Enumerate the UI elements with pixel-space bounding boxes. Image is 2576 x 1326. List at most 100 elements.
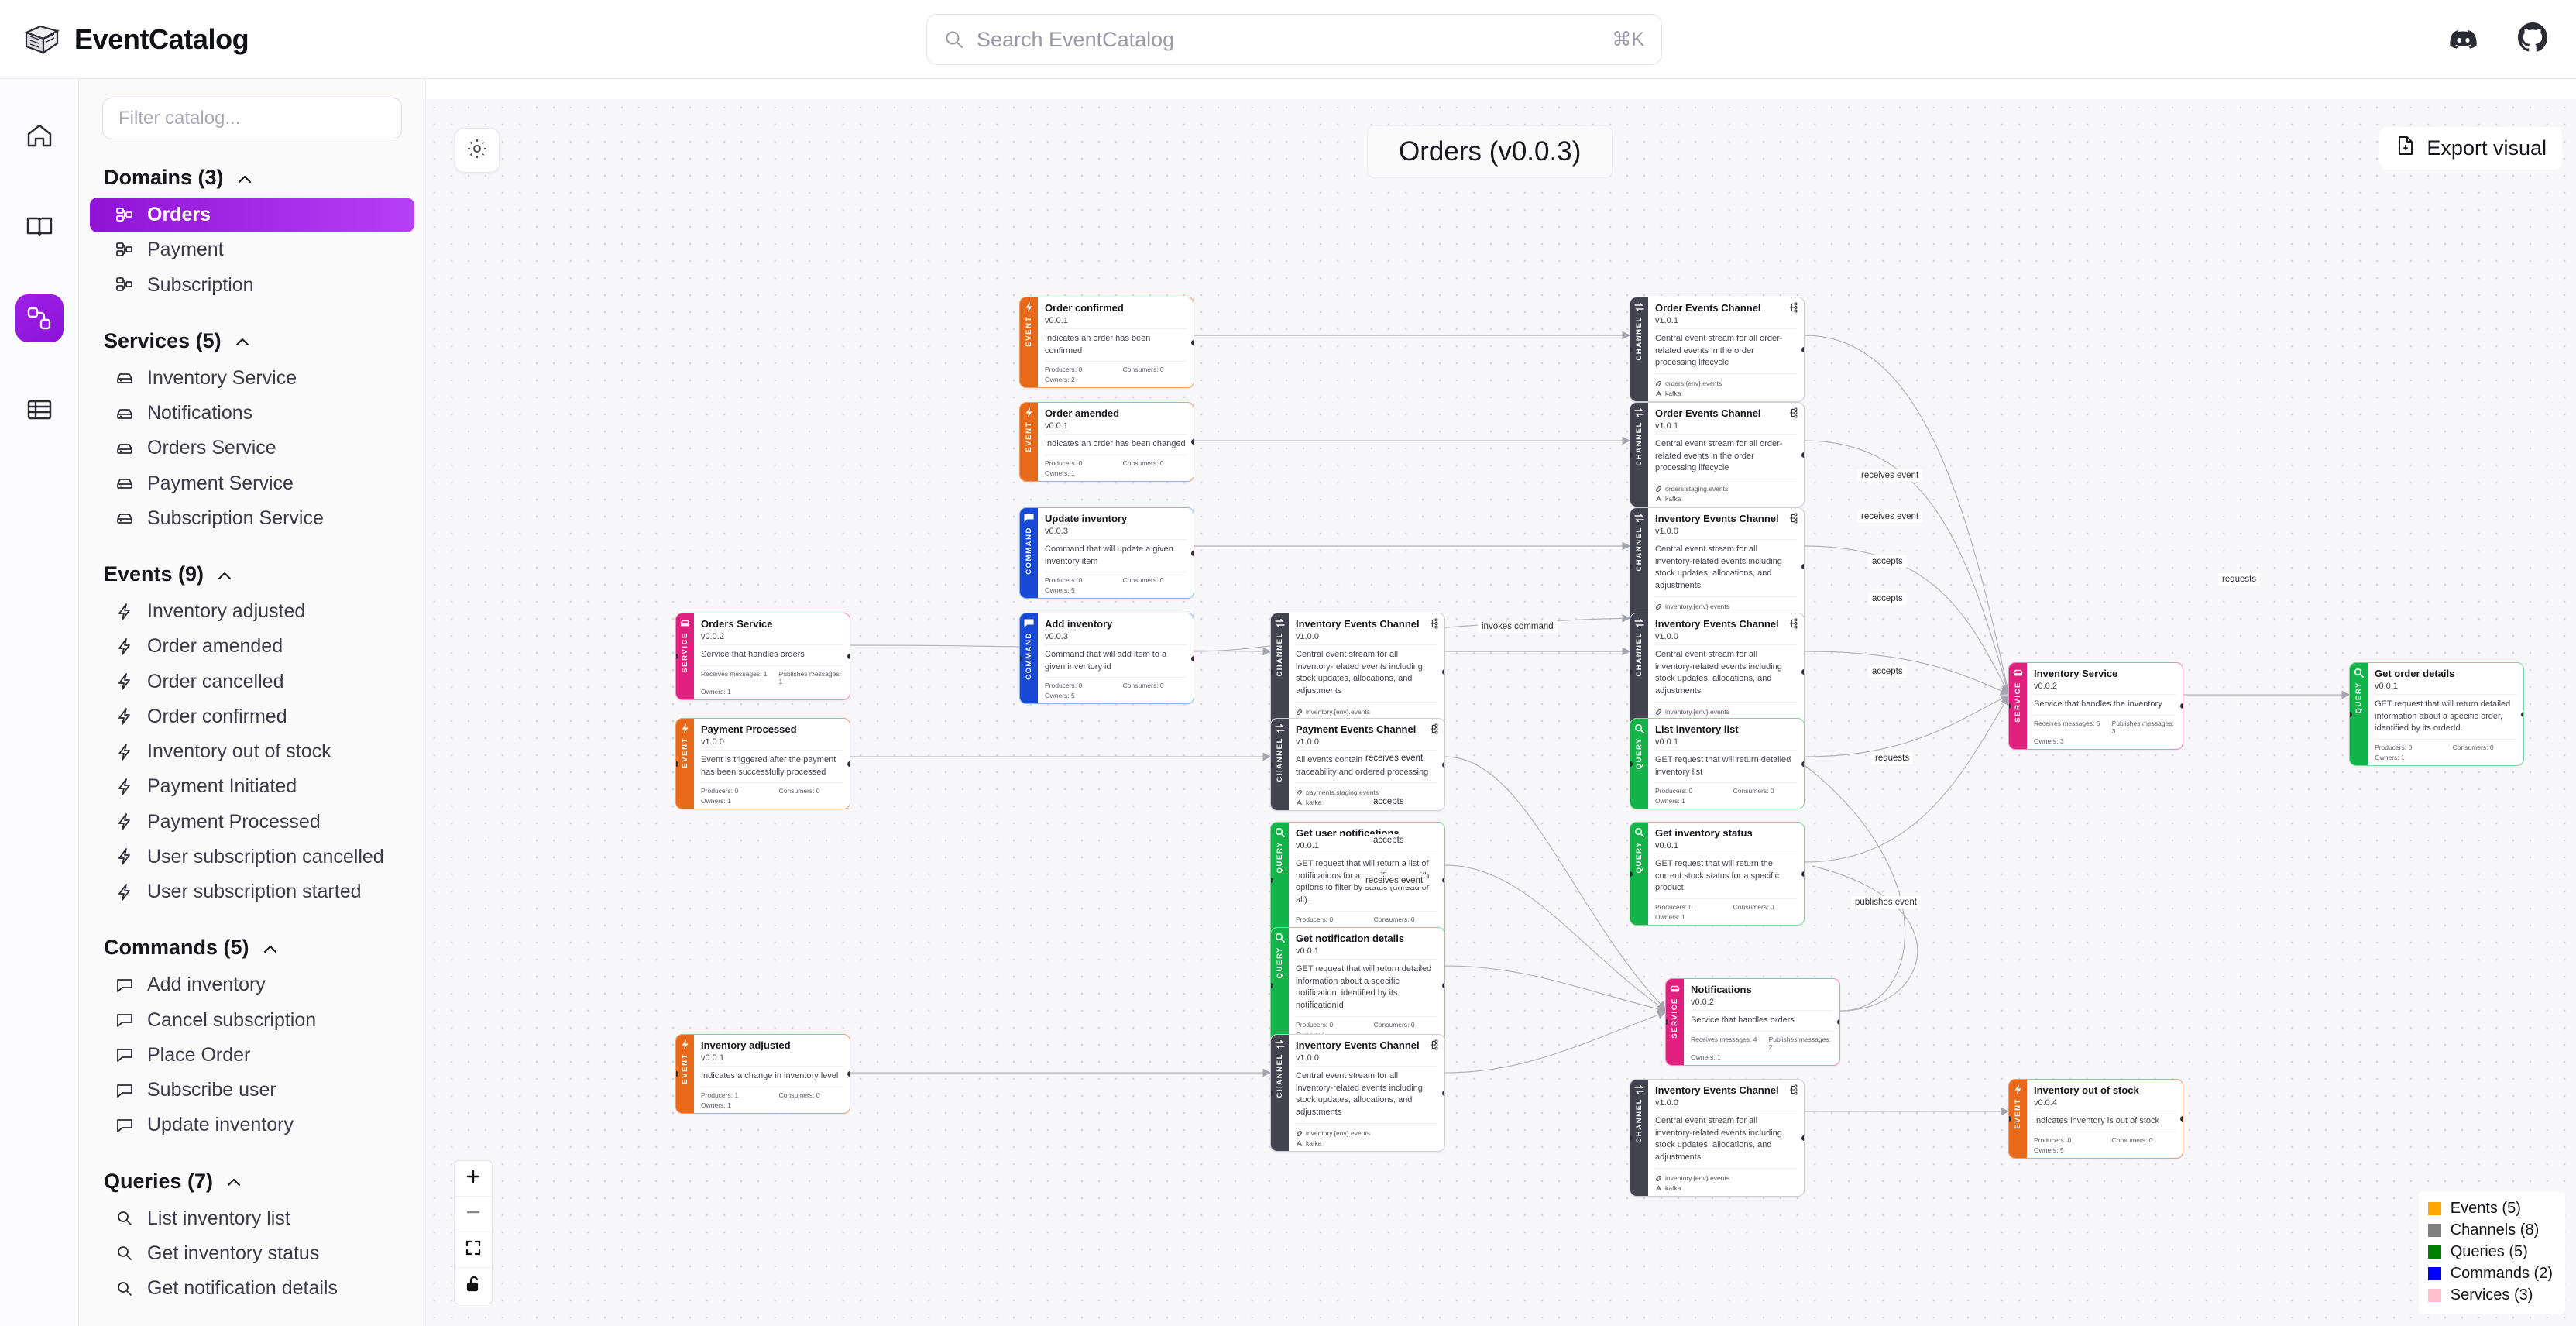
sidebar-section-header[interactable]: Commands (5)	[79, 936, 425, 960]
diagram-node-query[interactable]: QUERY Get inventory status v0.0.1 GET re…	[1630, 822, 1805, 926]
node-port-right[interactable]	[2521, 711, 2523, 717]
diagram-node-query[interactable]: QUERY Get notification details v0.0.1 GE…	[1270, 927, 1445, 1044]
node-port-right[interactable]	[1191, 339, 1194, 345]
sidebar-item-list-inventory-list[interactable]: List inventory list	[90, 1201, 414, 1236]
node-port-right[interactable]	[1442, 668, 1444, 675]
node-port-left[interactable]	[1630, 668, 1633, 675]
node-port-left[interactable]	[676, 653, 678, 659]
sidebar-section-header[interactable]: Queries (7)	[79, 1170, 425, 1194]
diagram-node-svc[interactable]: SERVICE Orders Service v0.0.2 Service th…	[675, 613, 850, 700]
diagram-node-chan[interactable]: CHANNEL Inventory Events Channel v1.0.0 …	[1630, 613, 1805, 731]
diagram-node-chan[interactable]: CHANNEL Inventory Events Channel v1.0.0 …	[1630, 507, 1805, 626]
fit-view-button[interactable]	[455, 1232, 492, 1268]
zoom-in-button[interactable]	[455, 1161, 492, 1197]
visualiser-canvas[interactable]: Orders (v0.0.3) Export visual EVENT Orde…	[426, 99, 2576, 1326]
chevron-up-icon[interactable]	[262, 940, 279, 957]
node-port-left[interactable]	[1271, 982, 1273, 988]
node-port-right[interactable]	[1191, 550, 1194, 556]
node-schema-icon[interactable]	[1788, 618, 1798, 629]
node-port-right[interactable]	[1442, 761, 1444, 768]
sidebar-item-subscribe-user[interactable]: Subscribe user	[90, 1073, 414, 1108]
sidebar-item-get-notification-details[interactable]: Get notification details	[90, 1271, 414, 1306]
export-visual-button[interactable]: Export visual	[2379, 127, 2562, 170]
node-port-right[interactable]	[1801, 563, 1804, 569]
lock-toggle-button[interactable]	[455, 1268, 492, 1304]
node-port-right[interactable]	[1801, 871, 1804, 877]
sidebar-item-user-subscription-started[interactable]: User subscription started	[90, 874, 414, 909]
diagram-node-cmd[interactable]: COMMAND Update inventory v0.0.3 Command …	[1019, 507, 1194, 599]
search-bar[interactable]: ⌘K	[926, 14, 1662, 65]
sidebar-item-order-confirmed[interactable]: Order confirmed	[90, 699, 414, 734]
node-port-left[interactable]	[1020, 655, 1022, 661]
node-schema-icon[interactable]	[1788, 1084, 1798, 1095]
node-port-left[interactable]	[2009, 703, 2011, 709]
diagram-node-svc[interactable]: SERVICE Inventory Service v0.0.2 Service…	[2008, 662, 2183, 750]
node-port-left[interactable]	[1271, 1090, 1273, 1096]
diagram-node-event[interactable]: EVENT Order confirmed v0.0.1 Indicates a…	[1019, 297, 1194, 389]
diagram-node-query[interactable]: QUERY Get user notifications v0.0.1 GET …	[1270, 822, 1445, 939]
sidebar-item-payment-initiated[interactable]: Payment Initiated	[90, 769, 414, 804]
sidebar-item-order-amended[interactable]: Order amended	[90, 629, 414, 664]
node-port-left[interactable]	[1630, 1135, 1633, 1141]
sidebar-item-payment-processed[interactable]: Payment Processed	[90, 805, 414, 840]
sidebar-item-order-cancelled[interactable]: Order cancelled	[90, 665, 414, 699]
node-port-right[interactable]	[847, 761, 850, 767]
sidebar-item-notifications[interactable]: Notifications	[90, 396, 414, 431]
node-port-left[interactable]	[1271, 668, 1273, 675]
sidebar-item-user-subscription-cancelled[interactable]: User subscription cancelled	[90, 840, 414, 874]
sidebar-item-inventory-out-of-stock[interactable]: Inventory out of stock	[90, 734, 414, 769]
sidebar-item-payment[interactable]: Payment	[90, 232, 414, 267]
github-icon[interactable]	[2516, 20, 2550, 54]
sidebar-item-subscription[interactable]: Subscription	[90, 268, 414, 303]
node-schema-icon[interactable]	[1428, 1039, 1439, 1050]
diagram-node-chan[interactable]: CHANNEL Order Events Channel v1.0.1 Cent…	[1630, 297, 1805, 403]
node-port-right[interactable]	[1837, 1019, 1839, 1025]
node-schema-icon[interactable]	[1788, 302, 1798, 313]
node-port-left[interactable]	[2009, 1115, 2011, 1122]
sidebar-item-add-inventory[interactable]: Add inventory	[90, 967, 414, 1002]
diagram-node-chan[interactable]: CHANNEL Order Events Channel v1.0.1 Cent…	[1630, 402, 1805, 508]
sidebar-item-subscription-service[interactable]: Subscription Service	[90, 501, 414, 536]
node-port-right[interactable]	[847, 653, 850, 659]
sidebar-item-inventory-adjusted[interactable]: Inventory adjusted	[90, 594, 414, 629]
node-port-right[interactable]	[1442, 982, 1444, 988]
diagram-node-event[interactable]: EVENT Inventory adjusted v0.0.1 Indicate…	[675, 1034, 850, 1114]
sidebar-item-orders-service[interactable]: Orders Service	[90, 431, 414, 465]
sidebar-item-get-inventory-status[interactable]: Get inventory status	[90, 1236, 414, 1271]
node-port-right[interactable]	[1801, 452, 1804, 458]
chevron-up-icon[interactable]	[234, 332, 251, 349]
node-port-left[interactable]	[1630, 452, 1633, 458]
zoom-out-button[interactable]	[455, 1197, 492, 1232]
node-port-right[interactable]	[1801, 668, 1804, 675]
diagram-node-chan[interactable]: CHANNEL Payment Events Channel v1.0.0 Al…	[1270, 718, 1445, 812]
sidebar-section-header[interactable]: Events (9)	[79, 562, 425, 586]
sidebar-item-orders[interactable]: Orders	[90, 198, 414, 233]
sidebar-item-place-order[interactable]: Place Order	[90, 1038, 414, 1073]
diagram-node-svc[interactable]: SERVICE Notifications v0.0.2 Service tha…	[1665, 978, 1840, 1066]
home-icon[interactable]	[15, 112, 64, 160]
node-port-left[interactable]	[1630, 761, 1633, 767]
diagram-node-event[interactable]: EVENT Order amended v0.0.1 Indicates an …	[1019, 402, 1194, 482]
chevron-up-icon[interactable]	[216, 566, 233, 583]
node-schema-icon[interactable]	[1428, 723, 1439, 734]
filter-catalog-input[interactable]	[102, 98, 402, 139]
node-schema-icon[interactable]	[1788, 513, 1798, 524]
sidebar-item-inventory-service[interactable]: Inventory Service	[90, 361, 414, 396]
diagram-node-event[interactable]: EVENT Payment Processed v1.0.0 Event is …	[675, 718, 850, 810]
brand[interactable]: EventCatalog	[0, 22, 249, 57]
node-port-left[interactable]	[1630, 871, 1633, 877]
settings-gear-button[interactable]	[455, 128, 500, 173]
visualiser-nodes-icon[interactable]	[15, 294, 64, 342]
sidebar-item-cancel-subscription[interactable]: Cancel subscription	[90, 1003, 414, 1038]
sidebar-section-header[interactable]: Services (5)	[79, 329, 425, 353]
node-port-left[interactable]	[1666, 1019, 1668, 1025]
node-port-right[interactable]	[1801, 761, 1804, 767]
node-schema-icon[interactable]	[1428, 618, 1439, 629]
diagram-node-query[interactable]: QUERY List inventory list v0.0.1 GET req…	[1630, 718, 1805, 810]
diagram-node-query[interactable]: QUERY Get order details v0.0.1 GET reque…	[2349, 662, 2524, 767]
node-port-left[interactable]	[1271, 877, 1273, 883]
node-port-left[interactable]	[676, 1070, 678, 1077]
diagram-node-chan[interactable]: CHANNEL Inventory Events Channel v1.0.0 …	[1630, 1079, 1805, 1197]
diagram-node-chan[interactable]: CHANNEL Inventory Events Channel v1.0.0 …	[1270, 613, 1445, 731]
diagram-node-chan[interactable]: CHANNEL Inventory Events Channel v1.0.0 …	[1270, 1034, 1445, 1153]
